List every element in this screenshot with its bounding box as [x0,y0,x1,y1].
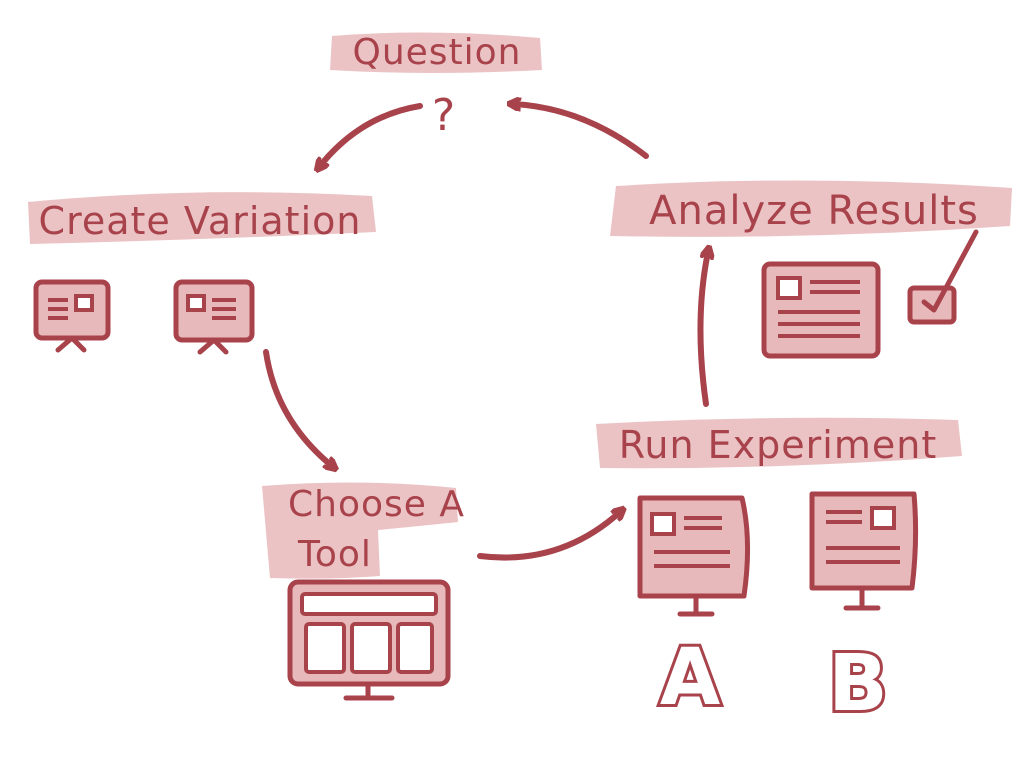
run-experiment-label: Run Experiment [619,423,938,467]
node-run-experiment: Run Experiment A B [596,417,962,732]
choose-tool-label-line1: Choose A [288,484,465,525]
variant-a-label: A [660,633,720,723]
node-analyze-results: Analyze Results [610,180,1012,359]
variant-b-label: B [828,639,887,729]
question-wash [330,32,542,73]
create-variation-label: Create Variation [39,199,362,243]
checkbox-check-icon [907,229,979,325]
run-experiment-wash [596,417,962,469]
variant-a-screen-icon [637,495,751,617]
tool-dashboard-monitor-icon [287,579,451,701]
node-question: Question ? [330,32,542,141]
arrow-question-to-create-variation [320,103,423,166]
create-variation-wash [28,192,376,244]
arrow-create-variation-to-choose-tool [263,349,332,466]
node-create-variation: Create Variation [28,192,376,355]
arrow-run-experiment-to-analyze-results [697,252,708,407]
choose-tool-label-line2: Tool [297,534,372,575]
node-choose-tool: Choose A Tool [262,482,465,701]
arrow-analyze-results-to-question [514,104,649,159]
analyze-results-label: Analyze Results [649,188,979,234]
arrow-choose-tool-to-run-experiment [477,512,620,561]
question-mark-icon: ? [432,90,456,141]
analyze-results-wash [610,180,1012,237]
variation-screen-2-icon [173,279,255,355]
cycle-arrows [263,103,708,561]
variant-b-screen-icon [809,491,919,611]
question-label: Question [352,32,521,73]
choose-tool-wash [262,482,458,579]
results-report-icon [761,261,881,359]
variation-screen-1-icon [33,279,111,353]
